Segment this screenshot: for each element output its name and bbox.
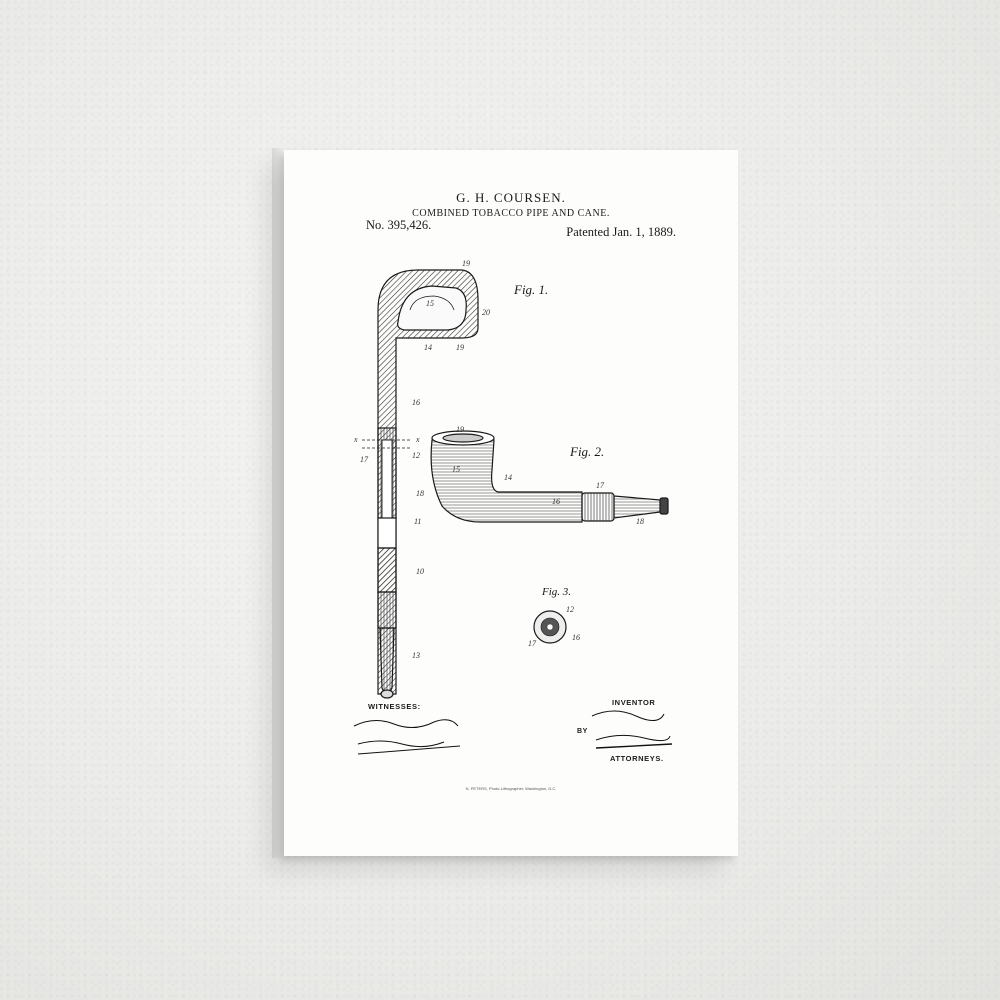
svg-text:16: 16: [552, 497, 560, 506]
svg-text:x: x: [415, 435, 420, 444]
canvas-print: G. H. COURSEN. COMBINED TOBACCO PIPE AND…: [284, 150, 738, 856]
patent-title: COMBINED TOBACCO PIPE AND CANE.: [412, 208, 610, 219]
fig-3-label: Fig. 3.: [542, 586, 572, 598]
fig-2-pipe-drawing: [430, 430, 669, 523]
patent-date: Patented Jan. 1, 1889.: [566, 225, 676, 239]
svg-text:13: 13: [412, 651, 420, 660]
inventor-name-heading: G. H. COURSEN.: [456, 190, 566, 205]
fig-3-reference-numerals: 12 16 17: [528, 605, 580, 648]
svg-text:17: 17: [596, 481, 605, 490]
fig-3-disc-drawing: [533, 610, 567, 644]
pipe-cane-illustration: 19 20 15 14 19 16 12 18 11 10 13 17 x x 19 15 14 16…: [353, 259, 673, 755]
svg-text:14: 14: [424, 343, 432, 352]
signature-flourishes: [353, 710, 673, 755]
svg-text:16: 16: [412, 398, 420, 407]
svg-text:17: 17: [528, 639, 537, 648]
fig-1-cane-drawing: [362, 269, 479, 699]
svg-text:11: 11: [414, 517, 421, 526]
fig-1-reference-numerals: 19 20 15 14 19 16 12 18 11 10 13 17 x x: [353, 259, 490, 660]
svg-text:15: 15: [452, 465, 460, 474]
patent-number: No. 395,426.: [366, 218, 432, 232]
svg-text:20: 20: [482, 308, 490, 317]
svg-text:16: 16: [572, 633, 580, 642]
by-label: BY: [577, 728, 588, 735]
svg-text:15: 15: [426, 299, 434, 308]
fig-2-reference-numerals: 19 15 14 16 17 18: [452, 425, 644, 526]
svg-text:12: 12: [412, 451, 420, 460]
svg-text:12: 12: [566, 605, 574, 614]
svg-text:14: 14: [504, 473, 512, 482]
svg-text:19: 19: [456, 343, 464, 352]
witnesses-label: WITNESSES:: [368, 702, 421, 711]
svg-text:17: 17: [360, 455, 369, 464]
patent-drawing: G. H. COURSEN. COMBINED TOBACCO PIPE AND…: [284, 150, 738, 856]
svg-text:10: 10: [416, 567, 424, 576]
printer-line: N. PETERS, Photo-Lithographer, Washingto…: [465, 786, 557, 791]
svg-text:19: 19: [462, 259, 470, 268]
svg-text:18: 18: [416, 489, 424, 498]
inventor-label: INVENTOR: [612, 698, 656, 707]
fig-2-label: Fig. 2.: [570, 444, 605, 459]
attorneys-label: ATTORNEYS.: [610, 754, 664, 763]
svg-text:18: 18: [636, 517, 644, 526]
svg-text:x: x: [353, 435, 358, 444]
svg-text:19: 19: [456, 425, 464, 434]
fig-1-label: Fig. 1.: [514, 282, 549, 297]
